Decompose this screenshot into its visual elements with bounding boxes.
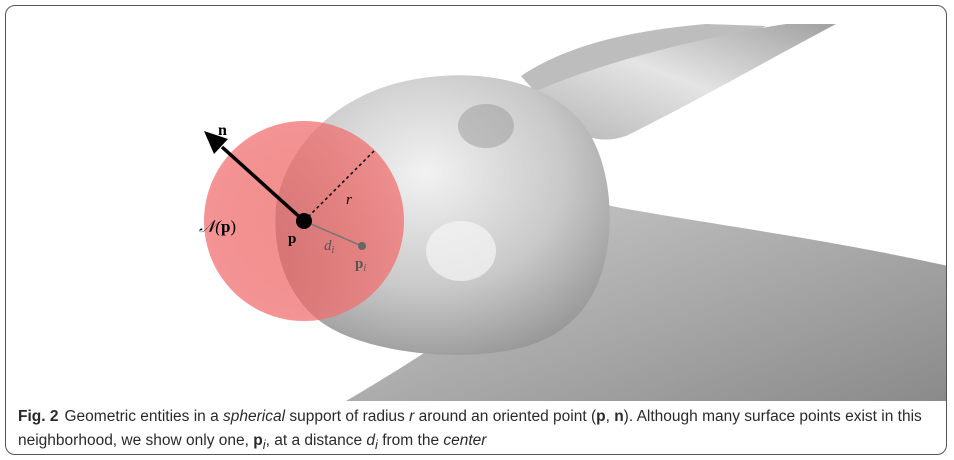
label-n: n bbox=[218, 122, 227, 139]
head-highlight-2 bbox=[458, 104, 514, 148]
label-r: r bbox=[346, 192, 352, 208]
point-p-i bbox=[358, 242, 366, 250]
label-neighborhood: 𝒩(p) bbox=[199, 217, 236, 236]
label-p: p bbox=[288, 231, 296, 247]
bunny-figure: n p 𝒩(p) r di pi bbox=[6, 6, 947, 455]
figure-number: Fig. 2 bbox=[18, 408, 58, 425]
point-p bbox=[296, 213, 312, 229]
head-highlight bbox=[426, 221, 496, 281]
